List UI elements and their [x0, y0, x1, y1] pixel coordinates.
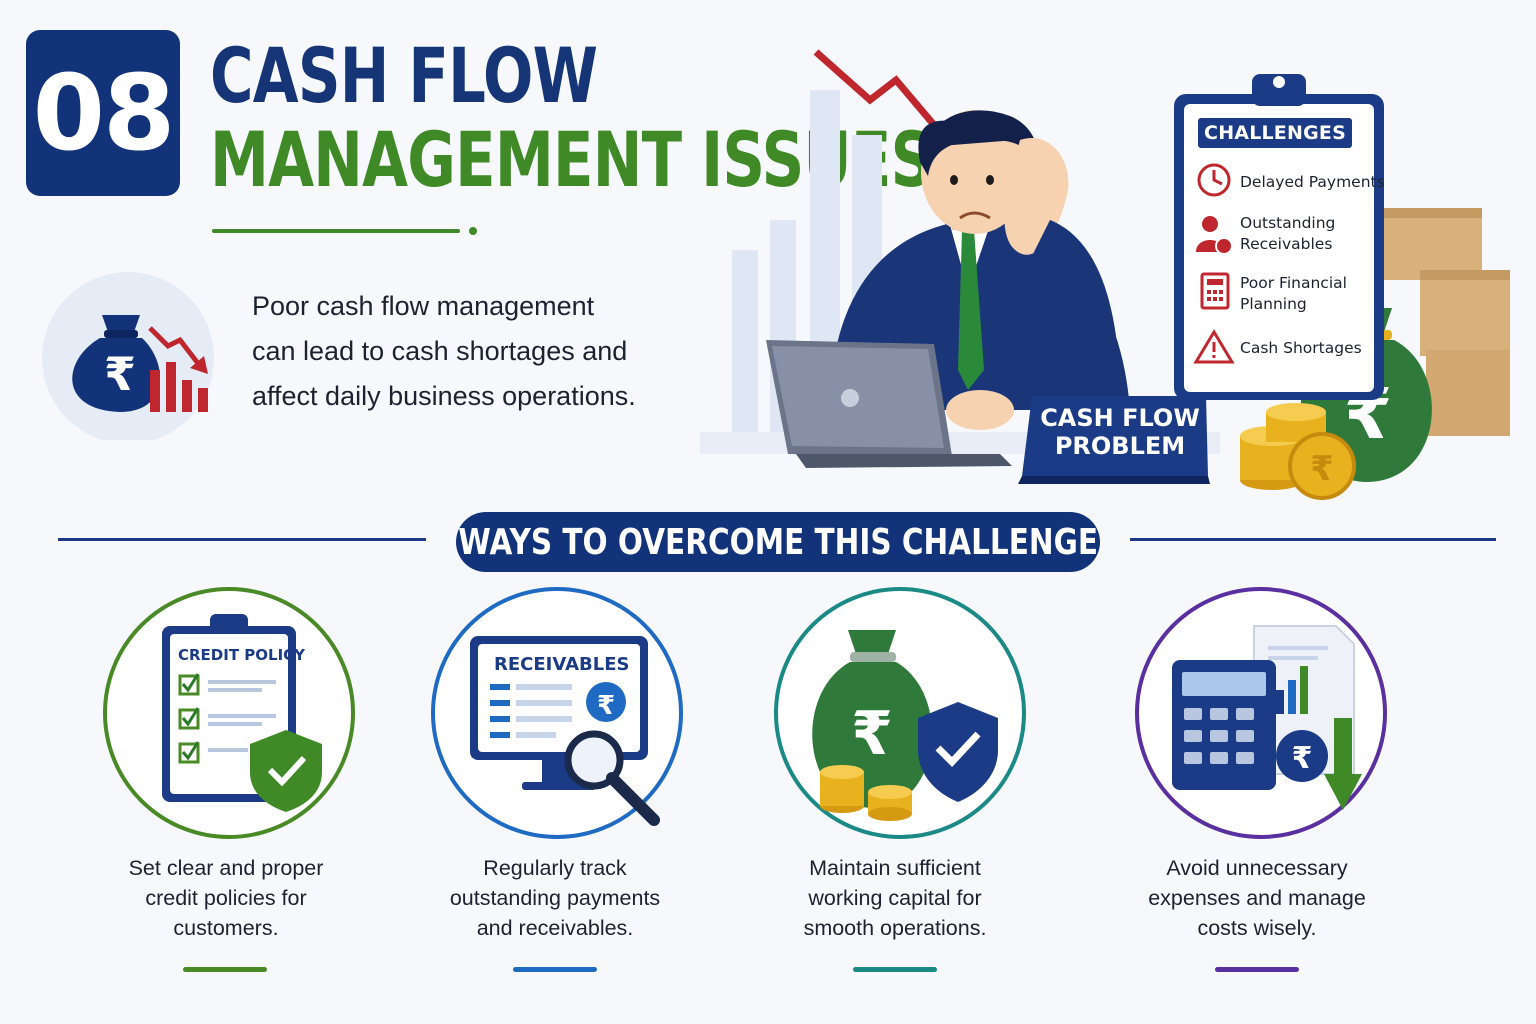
- title-underline-dot: [469, 227, 477, 235]
- section-number-badge: 08: [26, 30, 180, 196]
- challenge-item: Poor Financial Planning: [1240, 273, 1347, 315]
- challenge-item-line: Planning: [1240, 295, 1307, 313]
- card-text-line: Avoid unnecessary: [1166, 856, 1348, 880]
- card-accent-rule: [1215, 967, 1299, 972]
- card-text-line: expenses and manage: [1148, 886, 1366, 910]
- challenge-item: Cash Shortages: [1240, 339, 1362, 357]
- challenge-item-line: Poor Financial: [1240, 274, 1347, 292]
- desk-sign: CASH FLOW PROBLEM: [1032, 404, 1208, 460]
- card-text: Maintain sufficient working capital for …: [745, 853, 1045, 943]
- svg-text:₹: ₹: [1292, 741, 1313, 776]
- ways-banner: WAYS TO OVERCOME THIS CHALLENGE: [456, 512, 1100, 572]
- receivables-monitor-icon: ₹: [431, 587, 683, 839]
- card-text-line: and receivables.: [476, 916, 634, 940]
- card-text-line: credit policies for: [145, 886, 307, 910]
- desk-sign-line-1: CASH FLOW: [1040, 404, 1200, 432]
- card-text-line: costs wisely.: [1197, 916, 1317, 940]
- svg-text:₹: ₹: [597, 691, 615, 721]
- section-number: 08: [32, 52, 176, 174]
- card-text-line: Regularly track: [483, 856, 627, 880]
- intro-line: can lead to cash shortages and: [252, 336, 628, 366]
- challenge-item-line: Outstanding: [1240, 214, 1336, 232]
- challenges-clipboard: [1174, 74, 1384, 400]
- money-bag-decline-icon: ₹: [42, 272, 214, 440]
- card-text-line: working capital for: [808, 886, 982, 910]
- card-accent-rule: [853, 967, 937, 972]
- title-underline: [212, 229, 460, 233]
- desk-sign-line-2: PROBLEM: [1054, 432, 1186, 460]
- credit-policy-icon: [103, 587, 355, 839]
- challenge-item: Outstanding Receivables: [1240, 213, 1335, 255]
- stressed-businessman-illustration: [700, 49, 1220, 484]
- intro-text: Poor cash flow management can lead to ca…: [252, 284, 692, 419]
- ways-banner-text: WAYS TO OVERCOME THIS CHALLENGE: [458, 521, 1098, 563]
- card-accent-rule: [183, 967, 267, 972]
- card-text-line: smooth operations.: [803, 916, 987, 940]
- receivables-label: RECEIVABLES: [494, 654, 630, 675]
- challenge-item: Delayed Payments: [1240, 173, 1385, 191]
- svg-text:₹: ₹: [1310, 449, 1334, 489]
- card-text-line: Maintain sufficient: [809, 856, 981, 880]
- intro-line: Poor cash flow management: [252, 291, 595, 321]
- card-text-line: Set clear and proper: [128, 856, 324, 880]
- svg-text:₹: ₹: [851, 699, 893, 769]
- challenge-item-line: Receivables: [1240, 235, 1333, 253]
- card-text: Avoid unnecessary expenses and manage co…: [1107, 853, 1407, 943]
- money-bag-shield-icon: ₹: [774, 587, 1026, 839]
- card-text: Regularly track outstanding payments and…: [405, 853, 705, 943]
- calculator-cost-decline-icon: ₹: [1135, 587, 1387, 839]
- challenges-title: CHALLENGES: [1198, 118, 1352, 148]
- credit-policy-label: CREDIT POLICY: [178, 646, 306, 664]
- card-text-line: outstanding payments: [449, 886, 661, 910]
- intro-line: affect daily business operations.: [252, 381, 636, 411]
- title-line-1: CASH FLOW: [210, 31, 598, 120]
- card-text-line: customers.: [173, 916, 279, 940]
- svg-text:₹: ₹: [104, 347, 136, 401]
- banner-rule-left: [58, 538, 426, 541]
- card-text: Set clear and proper credit policies for…: [76, 853, 376, 943]
- card-accent-rule: [513, 967, 597, 972]
- banner-rule-right: [1130, 538, 1496, 541]
